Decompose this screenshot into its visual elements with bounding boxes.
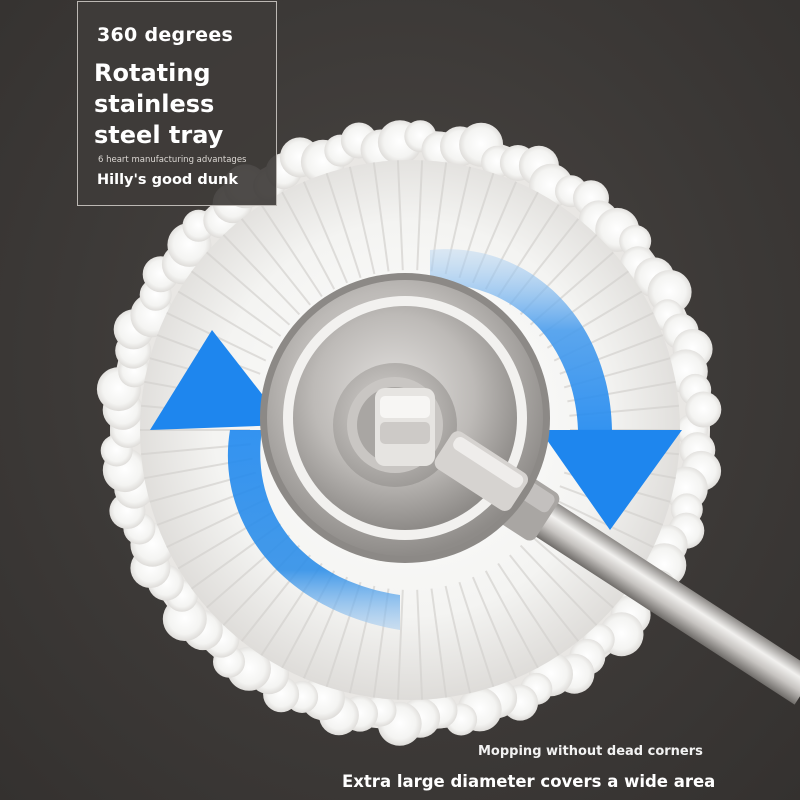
mop-strand: [519, 544, 598, 626]
mop-strand: [348, 166, 376, 275]
mop-strand: [416, 589, 424, 700]
mop-strand: [191, 270, 282, 337]
feature-subtitle: 360 degrees: [97, 24, 234, 46]
mop-strand: [240, 218, 311, 306]
arrow-up-curved-icon: [150, 330, 400, 630]
feature-slogan: Hilly's good dunk: [97, 172, 239, 188]
mop-strand: [177, 290, 274, 349]
mop-strand: [430, 588, 448, 698]
feature-tagline: 6 heart manufacturing advantages: [98, 155, 247, 165]
mop-strand: [416, 160, 424, 271]
feature-title-line: steel tray: [94, 121, 224, 149]
mop-strand: [281, 191, 336, 290]
feature-title-line: stainless: [94, 90, 215, 118]
mop-strand: [396, 589, 404, 700]
mop-strand: [325, 172, 362, 279]
mop-strand: [206, 251, 291, 326]
mop-strand: [529, 534, 614, 609]
caption-dead-corners: Mopping without dead corners: [478, 744, 703, 759]
mop-strand: [458, 581, 495, 688]
mop-strand: [497, 562, 560, 656]
mop-strand: [372, 162, 390, 272]
feature-info-box: 360 degrees Rotating stainless steel tra…: [77, 1, 277, 206]
caption-large-diameter: Extra large diameter covers a wide area: [342, 772, 716, 791]
mop-strand: [396, 160, 404, 271]
swivel-joint: [375, 388, 529, 511]
mop-strand: [509, 554, 580, 642]
feature-title-line: Rotating: [94, 59, 211, 87]
mop-strand: [471, 576, 518, 679]
mop-strand: [553, 498, 654, 549]
feature-title: Rotating stainless steel tray: [94, 58, 274, 151]
arrow-down-curved-icon: [430, 249, 682, 530]
mop-fringe-tuft: [685, 391, 722, 428]
mop-strand: [260, 204, 323, 298]
mop-strand: [222, 234, 301, 316]
mop-strand: [302, 181, 349, 284]
mop-strand: [484, 570, 539, 669]
mop-strand: [444, 585, 472, 694]
